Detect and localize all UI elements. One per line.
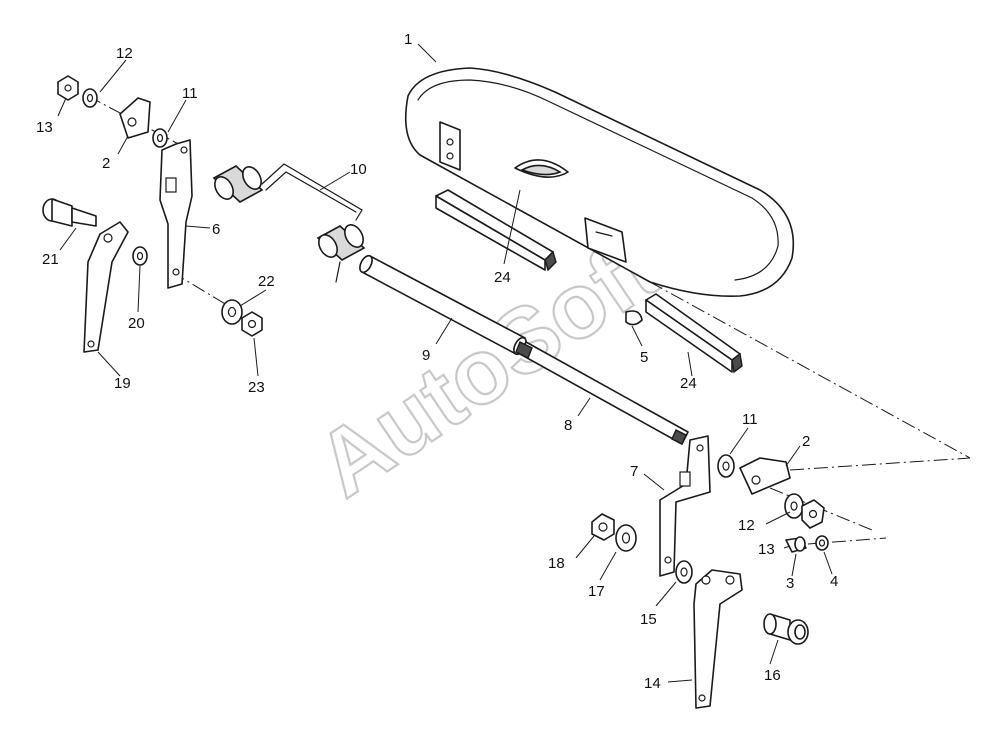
part-1-seat-pan: [404, 67, 795, 298]
callout-13-right: 13: [758, 541, 775, 558]
callout-9: 9: [422, 347, 430, 364]
callout-2-right: 2: [802, 433, 810, 450]
callout-14: 14: [644, 675, 661, 692]
part-3-screw: [785, 536, 807, 553]
part-12-washer-left: [82, 88, 98, 108]
part-19-lever: [83, 221, 129, 353]
callout-16: 16: [764, 667, 781, 684]
callout-11-left: 11: [182, 85, 198, 102]
callout-labels: 1 2 2 3 4 5 6 7 8 9 10 11 11 12 12 13 13…: [36, 31, 838, 692]
callout-5: 5: [640, 349, 648, 366]
callout-15: 15: [640, 611, 657, 628]
callout-7: 7: [630, 463, 638, 480]
part-13-nut-right: [801, 499, 825, 529]
callout-24-upper: 24: [494, 269, 511, 286]
part-10-torsion-spring: [212, 163, 366, 283]
part-11-washer-right: [717, 454, 735, 478]
part-13-nut-left: [57, 75, 79, 101]
part-17-washer: [615, 524, 637, 552]
callout-12-right: 12: [738, 517, 755, 534]
part-21-bolt: [42, 198, 97, 227]
callout-22: 22: [258, 273, 275, 290]
part-8-shaft: [515, 341, 689, 445]
part-5-clip: [625, 310, 643, 326]
part-23-nut: [241, 311, 263, 337]
callout-10: 10: [350, 161, 367, 178]
part-6-bracket-left: [159, 139, 193, 289]
callout-11-right: 11: [742, 411, 758, 428]
callout-20: 20: [128, 315, 145, 332]
part-2-plate-left: [119, 97, 151, 139]
part-4-washer: [815, 535, 829, 551]
part-14-lever: [693, 569, 743, 709]
callout-4: 4: [830, 573, 838, 590]
part-18-nut: [591, 513, 615, 541]
callout-1: 1: [404, 31, 412, 48]
callout-6: 6: [212, 221, 220, 238]
part-16-bolt: [763, 613, 809, 645]
callout-18: 18: [548, 555, 565, 572]
callout-8: 8: [564, 417, 572, 434]
callout-19: 19: [114, 375, 131, 392]
callout-2-left: 2: [102, 155, 110, 172]
part-20-washer: [132, 246, 148, 266]
callout-12-left: 12: [116, 45, 133, 62]
callout-21: 21: [42, 251, 59, 268]
part-22-washer: [221, 299, 243, 325]
callout-23: 23: [248, 379, 265, 396]
part-7-bracket-right: [659, 435, 711, 577]
leader-lines: [57, 43, 833, 683]
part-12-washer-right: [784, 493, 804, 519]
part-24-seal-strip-lower: [645, 293, 743, 374]
callout-24-lower: 24: [680, 375, 697, 392]
callout-3: 3: [786, 575, 794, 592]
part-11-washer-left: [152, 128, 168, 148]
part-24-seal-strip-upper: [435, 189, 557, 272]
callout-13-left: 13: [36, 119, 53, 136]
callout-17: 17: [588, 583, 605, 600]
part-15-washer: [675, 560, 693, 584]
part-2-plate-right: [739, 457, 791, 495]
